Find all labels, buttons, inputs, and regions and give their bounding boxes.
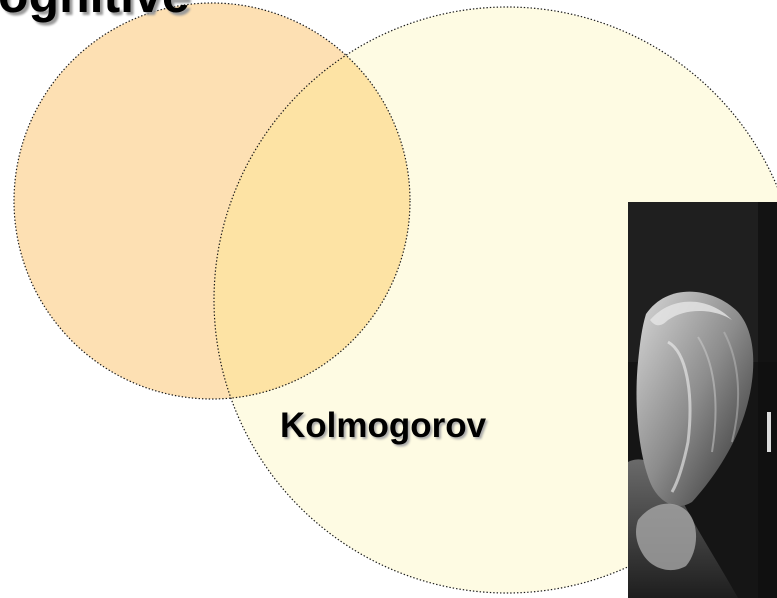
slide-heading: ognitive (0, 0, 190, 24)
portrait-photo (628, 202, 777, 598)
venn-label-kolmogorov: Kolmogorov (280, 406, 486, 446)
portrait-photo-icon (628, 202, 777, 598)
